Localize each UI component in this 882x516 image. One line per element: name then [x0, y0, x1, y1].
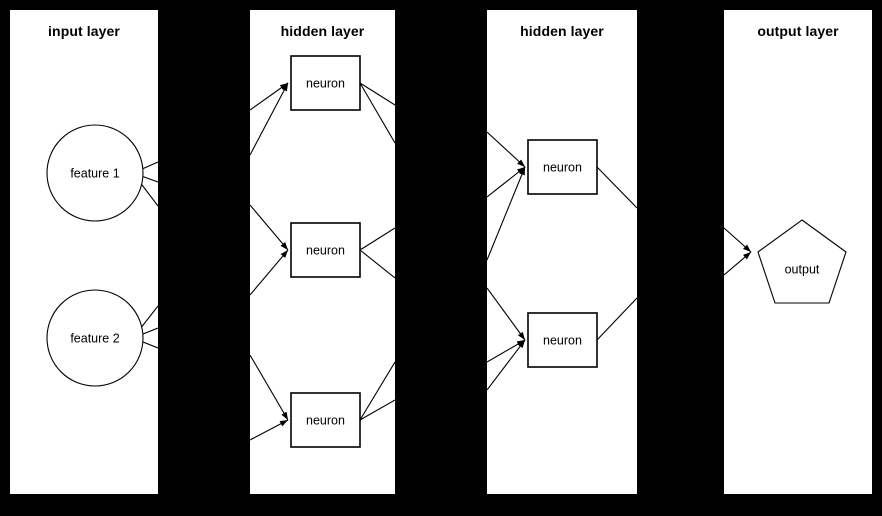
input-layer-graphics: feature 1 feature 2: [46, 124, 158, 387]
edge-group-output-in: [724, 227, 752, 276]
node-hidden-1-neuron-3[interactable]: neuron: [290, 392, 361, 448]
layer-panel-output[interactable]: output layer output: [724, 10, 872, 494]
layer-panel-input[interactable]: input layer feature 1: [10, 10, 158, 494]
output-layer-graphics: output: [724, 219, 847, 304]
node-feature-2[interactable]: feature 2: [46, 289, 144, 387]
node-label-hidden-2-neuron-1: neuron: [543, 160, 582, 174]
node-label-output: output: [785, 262, 820, 276]
layer-title-input: input layer: [48, 23, 120, 39]
node-label-hidden-1-neuron-3: neuron: [306, 413, 345, 427]
layer-title-output: output layer: [757, 23, 839, 39]
hidden-layer-2-graphics: neuron neuron: [487, 131, 637, 391]
node-label-hidden-1-neuron-2: neuron: [306, 243, 345, 257]
node-label-hidden-2-neuron-2: neuron: [543, 333, 582, 347]
layer-title-hidden-2: hidden layer: [520, 23, 604, 39]
node-hidden-1-neuron-1[interactable]: neuron: [290, 55, 361, 111]
node-hidden-1-neuron-2[interactable]: neuron: [290, 222, 361, 278]
edge-group-hidden-1-in: [250, 82, 289, 441]
layer-panel-hidden-1[interactable]: hidden layer: [250, 10, 395, 494]
node-label-feature-1: feature 1: [70, 166, 119, 180]
hidden-layer-1-graphics: neuron neuron neuron: [250, 55, 395, 448]
node-label-feature-2: feature 2: [70, 331, 119, 345]
edge-group-hidden-1-out: [359, 82, 395, 421]
node-output[interactable]: output: [757, 219, 847, 304]
edge-group-hidden-2-in: [487, 131, 526, 391]
layer-panel-hidden-2[interactable]: hidden layer: [487, 10, 637, 494]
node-feature-1[interactable]: feature 1: [46, 124, 144, 222]
layer-title-hidden-1: hidden layer: [280, 23, 365, 39]
edge-group-hidden-2-out: [596, 166, 637, 341]
node-label-hidden-1-neuron-1: neuron: [306, 76, 345, 90]
node-hidden-2-neuron-1[interactable]: neuron: [527, 139, 598, 195]
node-hidden-2-neuron-2[interactable]: neuron: [527, 312, 598, 368]
